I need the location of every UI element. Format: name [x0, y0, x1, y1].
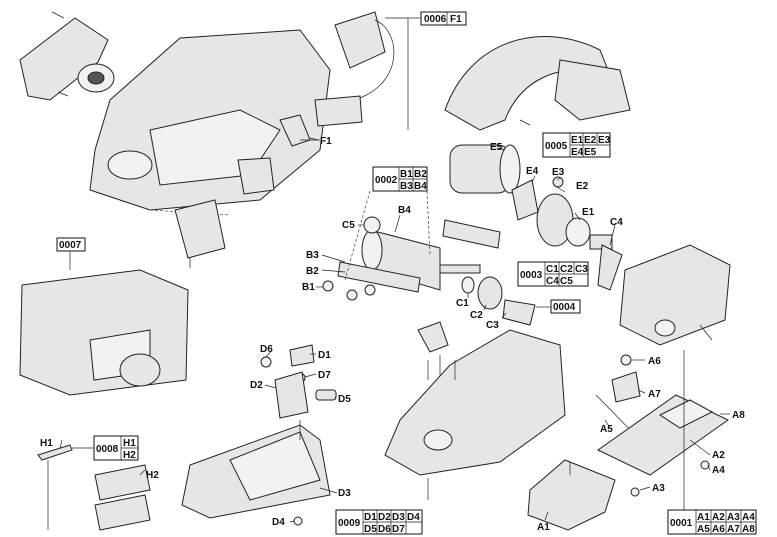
kit-part-0005-e4: E4 [571, 147, 584, 158]
kit-part-0005-e3: E3 [598, 135, 611, 146]
kit-box-0005: 0005 E1 E2 E3 E4 E5 [542, 132, 611, 158]
kit-code-0003: 0003 [520, 270, 543, 281]
kit-part-0001-a6: A6 [712, 524, 725, 535]
kit-box-0006: 0006 F1 [407, 11, 467, 130]
kit-part-0001-a4: A4 [742, 512, 755, 523]
label-e4: E4 [526, 166, 539, 177]
kit-box-0001: 0001 A1 A2 A3 A4 A5 A6 A7 A8 [667, 350, 757, 535]
kit-part-0002-b3: B3 [400, 181, 413, 192]
kit-part-0002-b2: B2 [414, 169, 427, 180]
kit-part-0009-d7: D7 [392, 524, 405, 535]
kit-code-0001: 0001 [670, 518, 693, 529]
kit-box-0009: 0009 D1 D2 D3 D4 D5 D6 D7 [335, 509, 423, 535]
kit-part-0009-d2: D2 [378, 512, 391, 523]
kit-part-0003-c1: C1 [546, 264, 559, 275]
label-b1: B1 [302, 282, 315, 293]
kit-code-0002: 0002 [375, 175, 398, 186]
kit-code-0004: 0004 [553, 302, 576, 313]
label-a3: A3 [652, 483, 665, 494]
label-b2: B2 [306, 266, 319, 277]
label-b4: B4 [398, 205, 411, 216]
kit-part-0003-c2: C2 [560, 264, 573, 275]
label-c5: C5 [342, 220, 355, 231]
label-c3: C3 [486, 320, 499, 331]
leader-lines [59, 139, 730, 523]
part-drawings [19, 11, 731, 531]
label-a4: A4 [712, 465, 725, 476]
label-d4: D4 [272, 517, 285, 528]
kit-box-0002: 0002 B1 B2 B3 B4 [344, 166, 431, 281]
kit-part-0002-b4: B4 [414, 181, 427, 192]
kit-code-0008: 0008 [96, 444, 119, 455]
kit-part-0005-e1: E1 [571, 135, 584, 146]
label-h2: H2 [146, 470, 159, 481]
kit-part-0003-c4: C4 [546, 276, 559, 287]
label-e2: E2 [576, 181, 589, 192]
label-d1: D1 [318, 350, 331, 361]
label-c2: C2 [470, 310, 483, 321]
kit-part-0008-h1: H1 [123, 438, 136, 449]
kit-part-0003-c5: C5 [560, 276, 573, 287]
label-c4: C4 [610, 217, 623, 228]
kit-part-0009-d1: D1 [364, 512, 377, 523]
label-d6: D6 [260, 344, 273, 355]
kit-part-0001-a1: A1 [697, 512, 710, 523]
kit-code-0006: 0006 [424, 14, 447, 25]
label-a6: A6 [648, 356, 661, 367]
kit-part-0009-d5: D5 [364, 524, 377, 535]
kit-part-0005-e2: E2 [584, 135, 597, 146]
label-a5: A5 [600, 424, 613, 435]
kit-part-0003-c3: C3 [575, 264, 588, 275]
label-d7: D7 [318, 370, 331, 381]
kit-boxes: 0006 F1 0005 E1 E2 E3 E4 E5 0002 B1 [56, 11, 757, 535]
label-d3: D3 [338, 488, 351, 499]
kit-part-0001-a7: A7 [727, 524, 740, 535]
kit-part-0001-a8: A8 [742, 524, 755, 535]
kit-part-0002-b1: B1 [400, 169, 413, 180]
label-f1: F1 [320, 136, 332, 147]
label-d2: D2 [250, 380, 263, 391]
kit-part-0006-f1: F1 [450, 14, 462, 25]
label-a1: A1 [537, 522, 550, 533]
label-c1: C1 [456, 298, 469, 309]
kit-part-0009-d3: D3 [392, 512, 405, 523]
kit-part-0001-a2: A2 [712, 512, 725, 523]
kit-part-0001-a3: A3 [727, 512, 740, 523]
label-e5: E5 [490, 142, 503, 153]
kit-code-0009: 0009 [338, 518, 361, 529]
label-e1: E1 [582, 207, 595, 218]
kit-part-0009-d6: D6 [378, 524, 391, 535]
kit-part-0005-e5: E5 [584, 147, 597, 158]
label-a2: A2 [712, 450, 725, 461]
kit-code-0007: 0007 [59, 240, 82, 251]
kit-box-0008: 0008 H1 H2 [72, 435, 139, 461]
label-e3: E3 [552, 167, 565, 178]
label-a7: A7 [648, 389, 661, 400]
kit-part-0001-a5: A5 [697, 524, 710, 535]
kit-box-0003: 0003 C1 C2 C3 C4 C5 [517, 261, 589, 287]
label-d5: D5 [338, 394, 351, 405]
kit-code-0005: 0005 [545, 141, 568, 152]
kit-part-0009-d4: D4 [407, 512, 420, 523]
kit-box-0004: 0004 [536, 299, 581, 314]
kit-part-0008-h2: H2 [123, 450, 136, 461]
label-b3: B3 [306, 250, 319, 261]
kit-box-0007: 0007 [56, 237, 86, 252]
label-h1: H1 [40, 438, 53, 449]
part-labels: F1 E1 E2 E3 E4 E5 C4 C5 B4 B3 B2 B1 C1 C… [40, 136, 745, 533]
label-a8: A8 [732, 410, 745, 421]
